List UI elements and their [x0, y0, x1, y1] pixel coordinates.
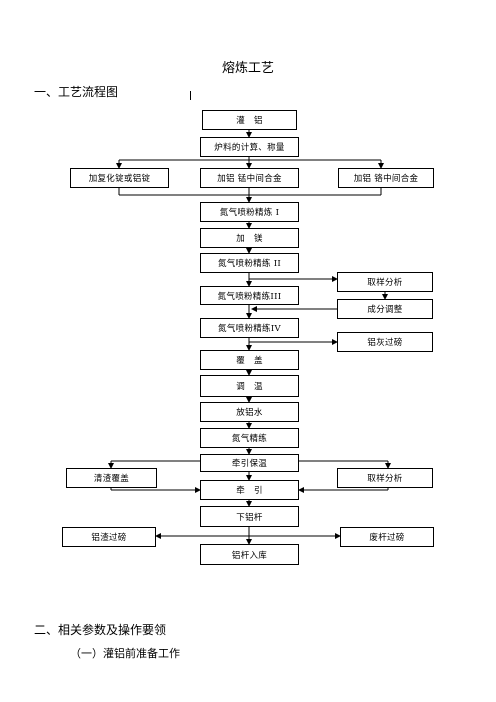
flow-step-tap-molten: 放铝水: [200, 402, 299, 422]
text-cursor: [190, 91, 191, 100]
flow-step-refine-4: 氮气喷粉精练IV: [200, 318, 299, 338]
flow-step-rod-storage: 铝杆入库: [200, 544, 299, 565]
flow-step-add-ingot: 加复化锭或铝锭: [70, 168, 169, 188]
flow-step-ash-weighing: 铝灰过磅: [337, 332, 433, 352]
flow-step-sample-analysis-1: 取样分析: [337, 272, 433, 292]
flow-step-hold-temperature: 牵引保温: [200, 454, 299, 472]
flow-step-pour-aluminum: 灌 铝: [202, 110, 297, 130]
flow-step-add-mg: 加 镁: [200, 228, 299, 248]
flow-step-charge-calculation: 炉料的计算、称量: [200, 137, 299, 157]
flow-step-slag-cover: 清渣覆盖: [66, 468, 157, 488]
document-title: 熔炼工艺: [221, 61, 274, 76]
flow-step-composition-adjust: 成分调整: [337, 299, 433, 319]
flow-step-sample-analysis-2: 取样分析: [337, 468, 433, 488]
flow-step-adjust-temperature: 调 温: [200, 375, 299, 397]
flow-step-slag-weighing: 铝渣过磅: [62, 527, 156, 547]
flow-step-drawing: 牵 引: [200, 480, 299, 500]
flow-step-cover: 覆 盖: [200, 350, 299, 370]
flow-step-unload-rod: 下铝杆: [200, 506, 299, 527]
flow-step-refine-3: 氮气喷粉精练III: [200, 286, 299, 305]
flow-step-add-cr-alloy: 加铝 铬中间合金: [338, 168, 434, 188]
flow-step-refine-1: 氮气喷粉精炼 I: [200, 202, 299, 222]
flow-step-nitrogen-refine: 氮气精练: [200, 428, 299, 448]
section-heading-process-flow: 一、工艺流程图: [34, 85, 119, 99]
subsection-heading-preparation: （一）灌铝前准备工作: [70, 647, 180, 660]
flow-step-add-mn-alloy: 加铝 锰中间合金: [200, 168, 299, 188]
flow-step-refine-2: 氮气喷粉精练 II: [200, 253, 299, 273]
section-heading-parameters: 二、相关参数及操作要领: [34, 623, 167, 637]
flow-step-scrap-weighing: 废杆过磅: [340, 527, 434, 547]
